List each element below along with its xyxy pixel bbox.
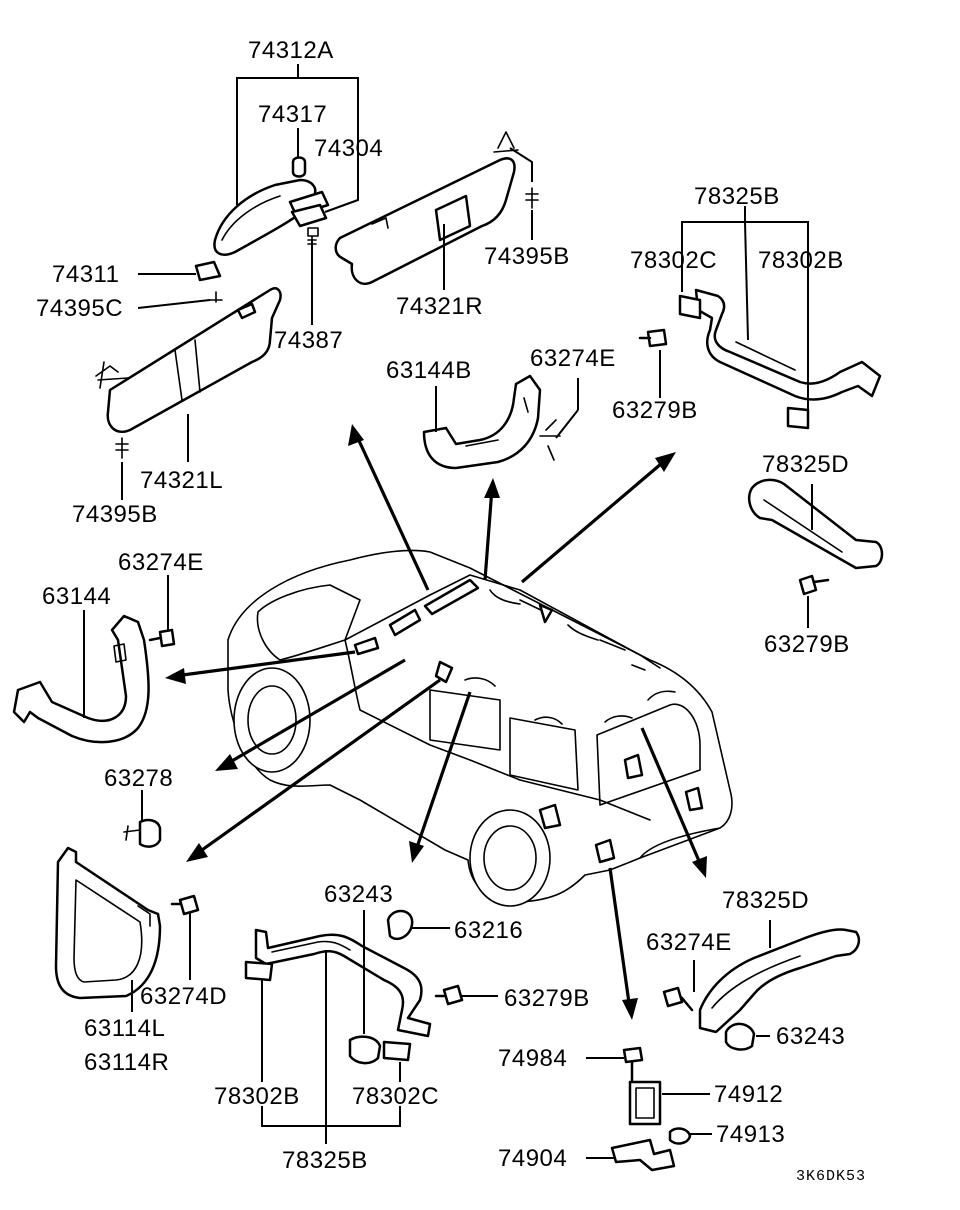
label-63216: 63216 [454,917,523,944]
label-78302C-bottom: 78302C [352,1083,439,1110]
arrow-grip-top-right [520,456,670,584]
label-78325D-bottom: 78325D [722,887,809,914]
label-74387: 74387 [274,327,343,354]
arrow-78325D-bottom [640,727,704,869]
label-63274D: 63274D [140,983,227,1010]
clip-63278-icon [123,818,162,848]
arrow-grip-b [483,487,494,581]
label-74395B-left: 74395B [72,501,158,528]
leader-lines-74904 [586,1057,712,1159]
assist-grip-78325B-bottom-icon [244,909,464,1065]
label-63278: 63278 [104,765,173,792]
leader-lines-78325D-top [807,484,813,628]
label-74395B-right: 74395B [484,243,570,270]
assist-grip-63144B-icon [422,374,561,470]
label-74312A: 74312A [248,37,334,64]
leader-lines-63144 [83,575,169,718]
part-labels: 74312A 74317 74304 74311 74395C 74387 74… [36,37,866,1185]
assist-grip-63144-icon [12,614,176,744]
label-74321L: 74321L [140,467,223,494]
label-63274E-c: 63274E [646,929,732,956]
label-63279B-b: 63279B [764,631,850,658]
label-63274E-b: 63274E [118,549,204,576]
leader-lines-63144B [435,378,579,439]
label-74304: 74304 [314,135,383,162]
rearview-mirror-icon [213,156,330,256]
arrow-78325B-bottom [413,691,472,854]
label-63243-b: 63243 [776,1023,845,1050]
label-74321R: 74321R [396,293,483,320]
label-63114L: 63114L [84,1015,165,1042]
bracket-63114-icon [54,846,200,1000]
label-63114R: 63114R [84,1049,169,1076]
bracket-74904-icon [610,1046,692,1172]
label-74395C: 74395C [36,295,123,322]
screw-icon-74387 [307,227,319,249]
vehicle-body-icon [227,549,733,907]
sun-visor-left-icon [95,260,282,459]
diagram-code: 3K6DK53 [796,1168,866,1185]
label-74913: 74913 [716,1121,785,1148]
label-74904: 74904 [498,1145,567,1172]
label-63279B-a: 63279B [612,397,698,424]
label-74912: 74912 [714,1081,783,1108]
leader-lines-78325D-bottom [693,920,771,1037]
leader-lines-mirror [236,64,359,213]
label-63274E-a: 63274E [530,345,616,372]
arrow-74904 [608,867,632,1011]
arrow-63278 [224,658,406,767]
label-78325B-bottom: 78325B [282,1147,368,1174]
label-63144B: 63144B [386,357,472,384]
arrow-grip-left [174,650,356,678]
arrow-63114 [194,678,441,857]
leader-lines-63114 [131,912,191,1012]
label-74311: 74311 [52,261,119,288]
label-63144: 63144 [42,583,111,610]
leader-lines-78325B-top [659,206,809,410]
label-63243-a: 63243 [324,881,393,908]
label-78325D-top: 78325D [762,451,849,478]
callout-arrows [165,424,707,1020]
label-78302C-top: 78302C [630,247,717,274]
label-78302B-bottom: 78302B [214,1083,300,1110]
leader-lines-visor-right [443,147,533,290]
leader-lines-visor-left [121,240,313,500]
label-74984: 74984 [498,1045,567,1072]
label-78302B-top: 78302B [758,247,844,274]
assist-grip-78325D-top-icon [748,478,884,596]
label-63279B-c: 63279B [504,985,590,1012]
arrow-visor [353,431,430,591]
label-78325B-top: 78325B [694,183,780,210]
label-74317: 74317 [258,101,327,128]
leader-lines-78325B-bottom [261,910,498,1144]
assist-grip-78325B-top-icon [638,288,882,430]
assist-grip-78325D-bottom-icon [662,928,861,1051]
